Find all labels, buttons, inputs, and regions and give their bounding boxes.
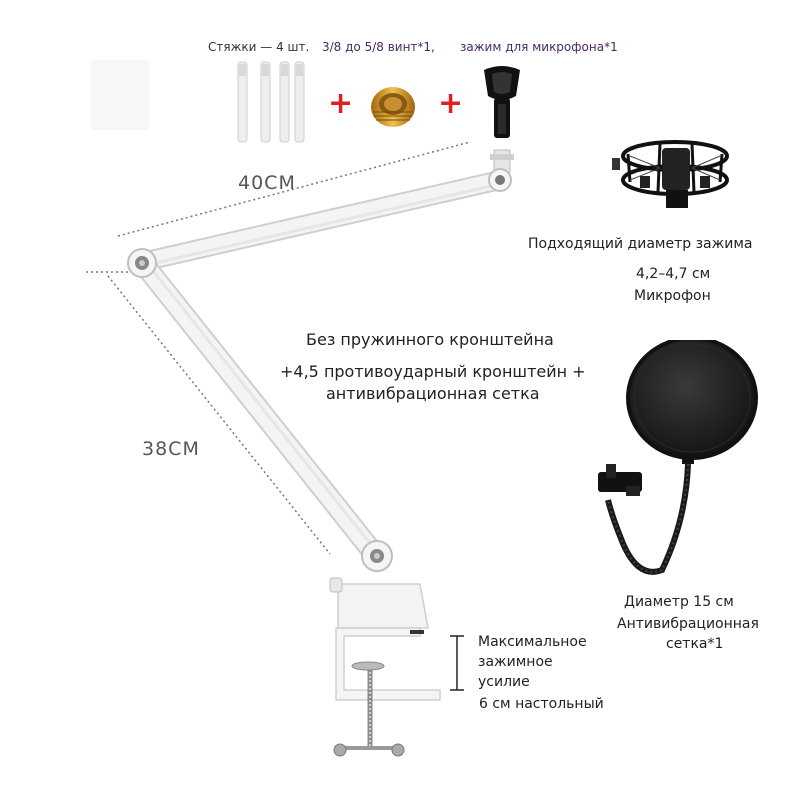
pop-filter-name-line2: сетка*1: [666, 636, 724, 652]
pop-filter-image: [598, 340, 758, 575]
cable-ties-label: Стяжки — 4 шт.: [208, 40, 310, 54]
cable-ties-image: [237, 61, 305, 143]
clamp-diameter-label: Подходящий диаметр зажима: [528, 236, 753, 252]
pop-filter-diameter-label: Диаметр 15 см: [624, 594, 734, 610]
desk-thickness-label: 6 см настольный: [479, 696, 604, 712]
lower-arm-length-label: 38CM: [142, 438, 200, 460]
screw-adapter-image: [371, 87, 415, 127]
no-spring-label: Без пружинного кронштейна: [306, 330, 554, 349]
clamp-range-label: 4,2–4,7 см: [636, 266, 711, 282]
plus-mount-label: +4,5 противоударный кронштейн +: [280, 362, 586, 381]
mic-clip-label: зажим для микрофона*1: [460, 40, 618, 54]
faint-watermark: [90, 60, 150, 130]
microphone-label: Микрофон: [634, 288, 711, 304]
upper-arm-length-label: 40CM: [238, 172, 296, 194]
screw-adapter-label: 3/8 до 5/8 винт*1,: [322, 40, 435, 54]
clamp-force-label: Максимальное зажимное усилие: [478, 634, 587, 690]
mic-clip-image: [484, 66, 520, 138]
shock-mount-image: [612, 140, 729, 208]
plus-sign-2: +: [438, 86, 464, 121]
pop-filter-name-line1: Антивибрационная: [617, 616, 759, 632]
plus-sign-1: +: [328, 86, 354, 121]
pop-filter-bundle-label: антивибрационная сетка: [326, 384, 540, 403]
